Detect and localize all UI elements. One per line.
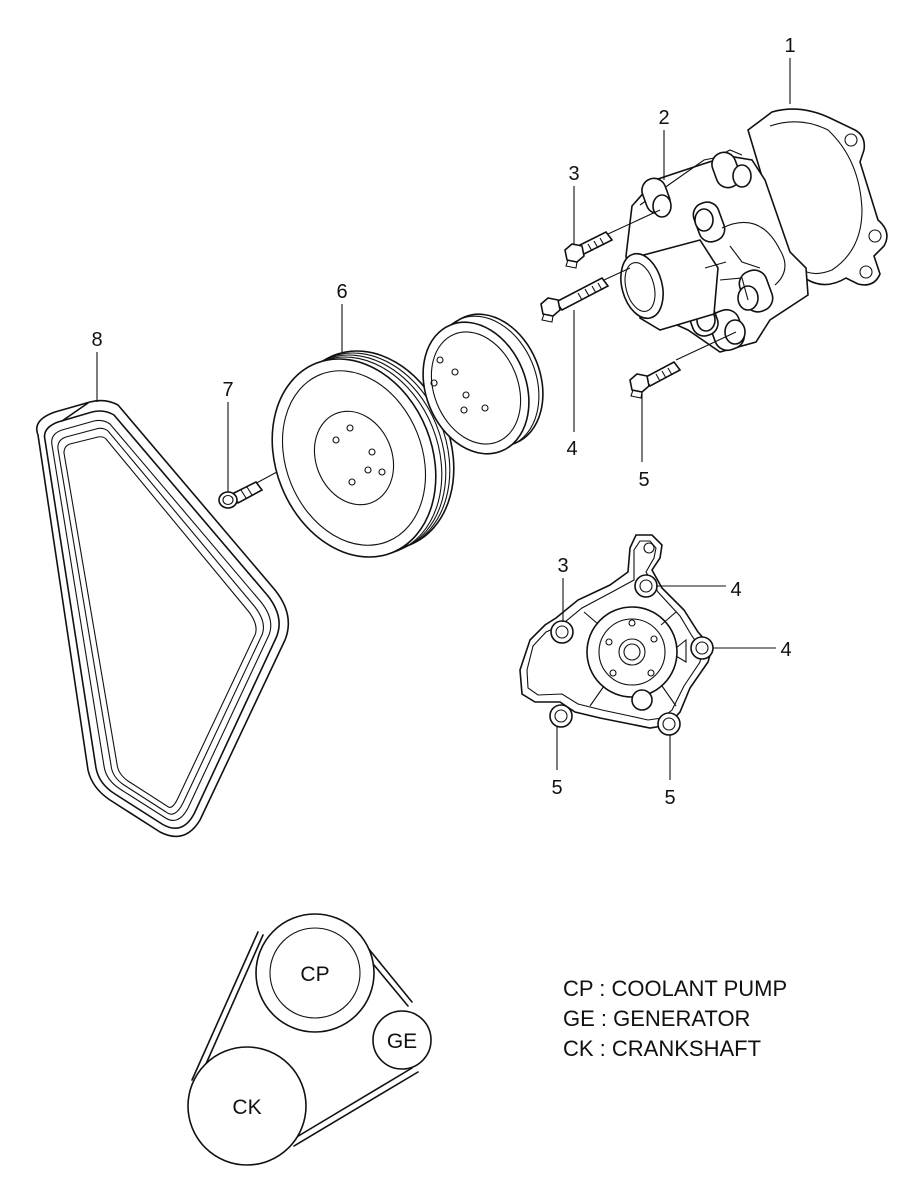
callout-4: 4 (566, 438, 577, 460)
legend-cp: CP : COOLANT PUMP (563, 976, 787, 1001)
callout-8: 8 (91, 329, 102, 351)
bolt-3-upper (564, 209, 661, 269)
callout-6: 6 (336, 281, 347, 303)
ck-label: CK (232, 1096, 261, 1119)
leader-lines (96, 58, 791, 780)
callout-4-rear-upper: 4 (730, 579, 741, 601)
legend: CP : COOLANT PUMP GE : GENERATOR CK : CR… (563, 976, 787, 1061)
pump-hub-flange (422, 313, 544, 455)
crankshaft-pulley (187, 1046, 307, 1166)
drive-belt (36, 399, 290, 838)
callout-7: 7 (222, 379, 233, 401)
coolant-pump-pulley-outer (255, 913, 375, 1033)
coolant-pump-pulley-inner (269, 927, 361, 1019)
callout-3-rear: 3 (557, 555, 568, 577)
legend-ck: CK : CRANKSHAFT (563, 1036, 761, 1061)
ge-label: GE (387, 1030, 417, 1053)
callout-1: 1 (784, 35, 795, 57)
belt-routing-schematic: CP GE CK (187, 913, 432, 1166)
coolant-pump-body (620, 149, 809, 353)
callout-5-rear-right: 5 (664, 787, 675, 809)
legend-ge: GE : GENERATOR (563, 1006, 750, 1031)
bolt-5-lower (629, 331, 737, 399)
generator-pulley (372, 1010, 432, 1070)
pump-rear-view (519, 534, 714, 736)
callout-2: 2 (658, 107, 669, 129)
callout-5-rear-left: 5 (551, 777, 562, 799)
callout-4-rear-right: 4 (780, 639, 791, 661)
callout-5: 5 (638, 469, 649, 491)
bolt-4-long (540, 267, 631, 323)
callout-3: 3 (568, 163, 579, 185)
cp-label: CP (300, 963, 329, 986)
